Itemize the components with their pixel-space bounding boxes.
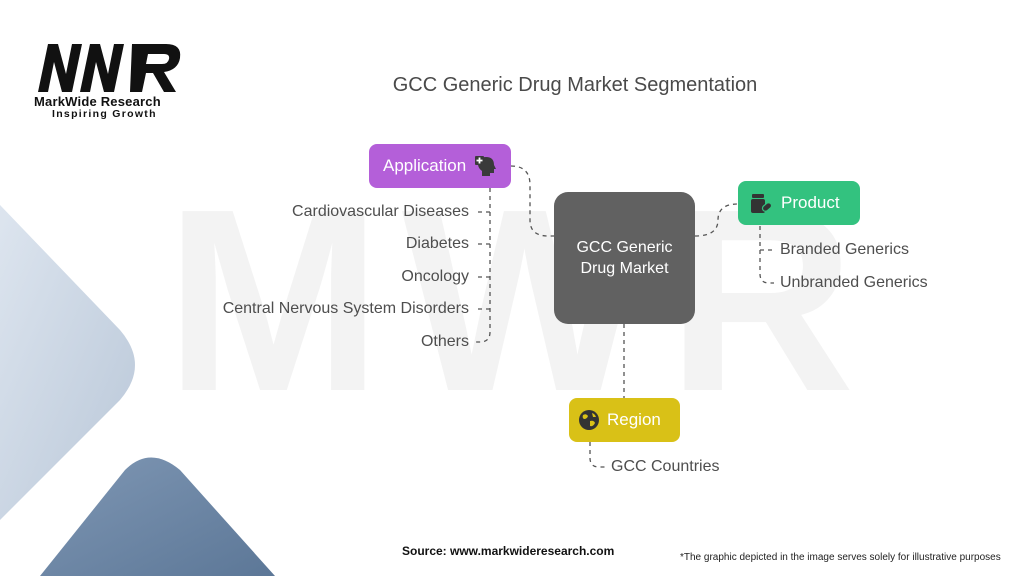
brand-tagline: Inspiring Growth <box>52 108 157 120</box>
category-application: Application <box>369 144 511 188</box>
application-items-line <box>474 188 491 343</box>
globe-icon <box>579 410 599 430</box>
category-region-label: Region <box>607 410 661 429</box>
product-items-line <box>759 226 774 284</box>
product-item-branded: Branded Generics <box>780 241 909 258</box>
left-diamond-shape <box>0 205 135 520</box>
markwide-logo-icon <box>38 44 181 92</box>
region-item-gcc-countries: GCC Countries <box>611 458 720 475</box>
application-item-others: Others <box>420 333 469 350</box>
page-title: GCC Generic Drug Market Segmentation <box>392 74 758 96</box>
bottom-corner-shape <box>40 457 275 576</box>
category-product: Product <box>738 181 860 225</box>
category-product-label: Product <box>781 193 840 212</box>
head-with-plus-icon <box>475 156 497 176</box>
region-items-line <box>589 442 605 468</box>
source-text: Source: www.markwideresearch.com <box>402 544 615 558</box>
application-item-diabetes: Diabetes <box>405 235 469 252</box>
product-item-unbranded: Unbranded Generics <box>780 274 928 291</box>
application-item-cns-disorders: Central Nervous System Disorders <box>222 300 469 317</box>
center-node: GCC Generic Drug Market <box>554 192 695 324</box>
application-item-cardiovascular: Cardiovascular Diseases <box>292 203 469 220</box>
disclaimer-text: *The graphic depicted in the image serve… <box>680 552 1001 563</box>
category-application-label: Application <box>383 156 467 175</box>
brand-name: MarkWide Research <box>34 94 161 109</box>
center-line-1: GCC Generic <box>576 239 673 256</box>
category-region: Region <box>569 398 680 442</box>
connector-application <box>510 165 554 237</box>
pill-bottle-icon <box>751 194 773 213</box>
application-item-oncology: Oncology <box>401 268 469 285</box>
center-line-2: Drug Market <box>580 260 669 277</box>
connector-product <box>694 203 739 237</box>
